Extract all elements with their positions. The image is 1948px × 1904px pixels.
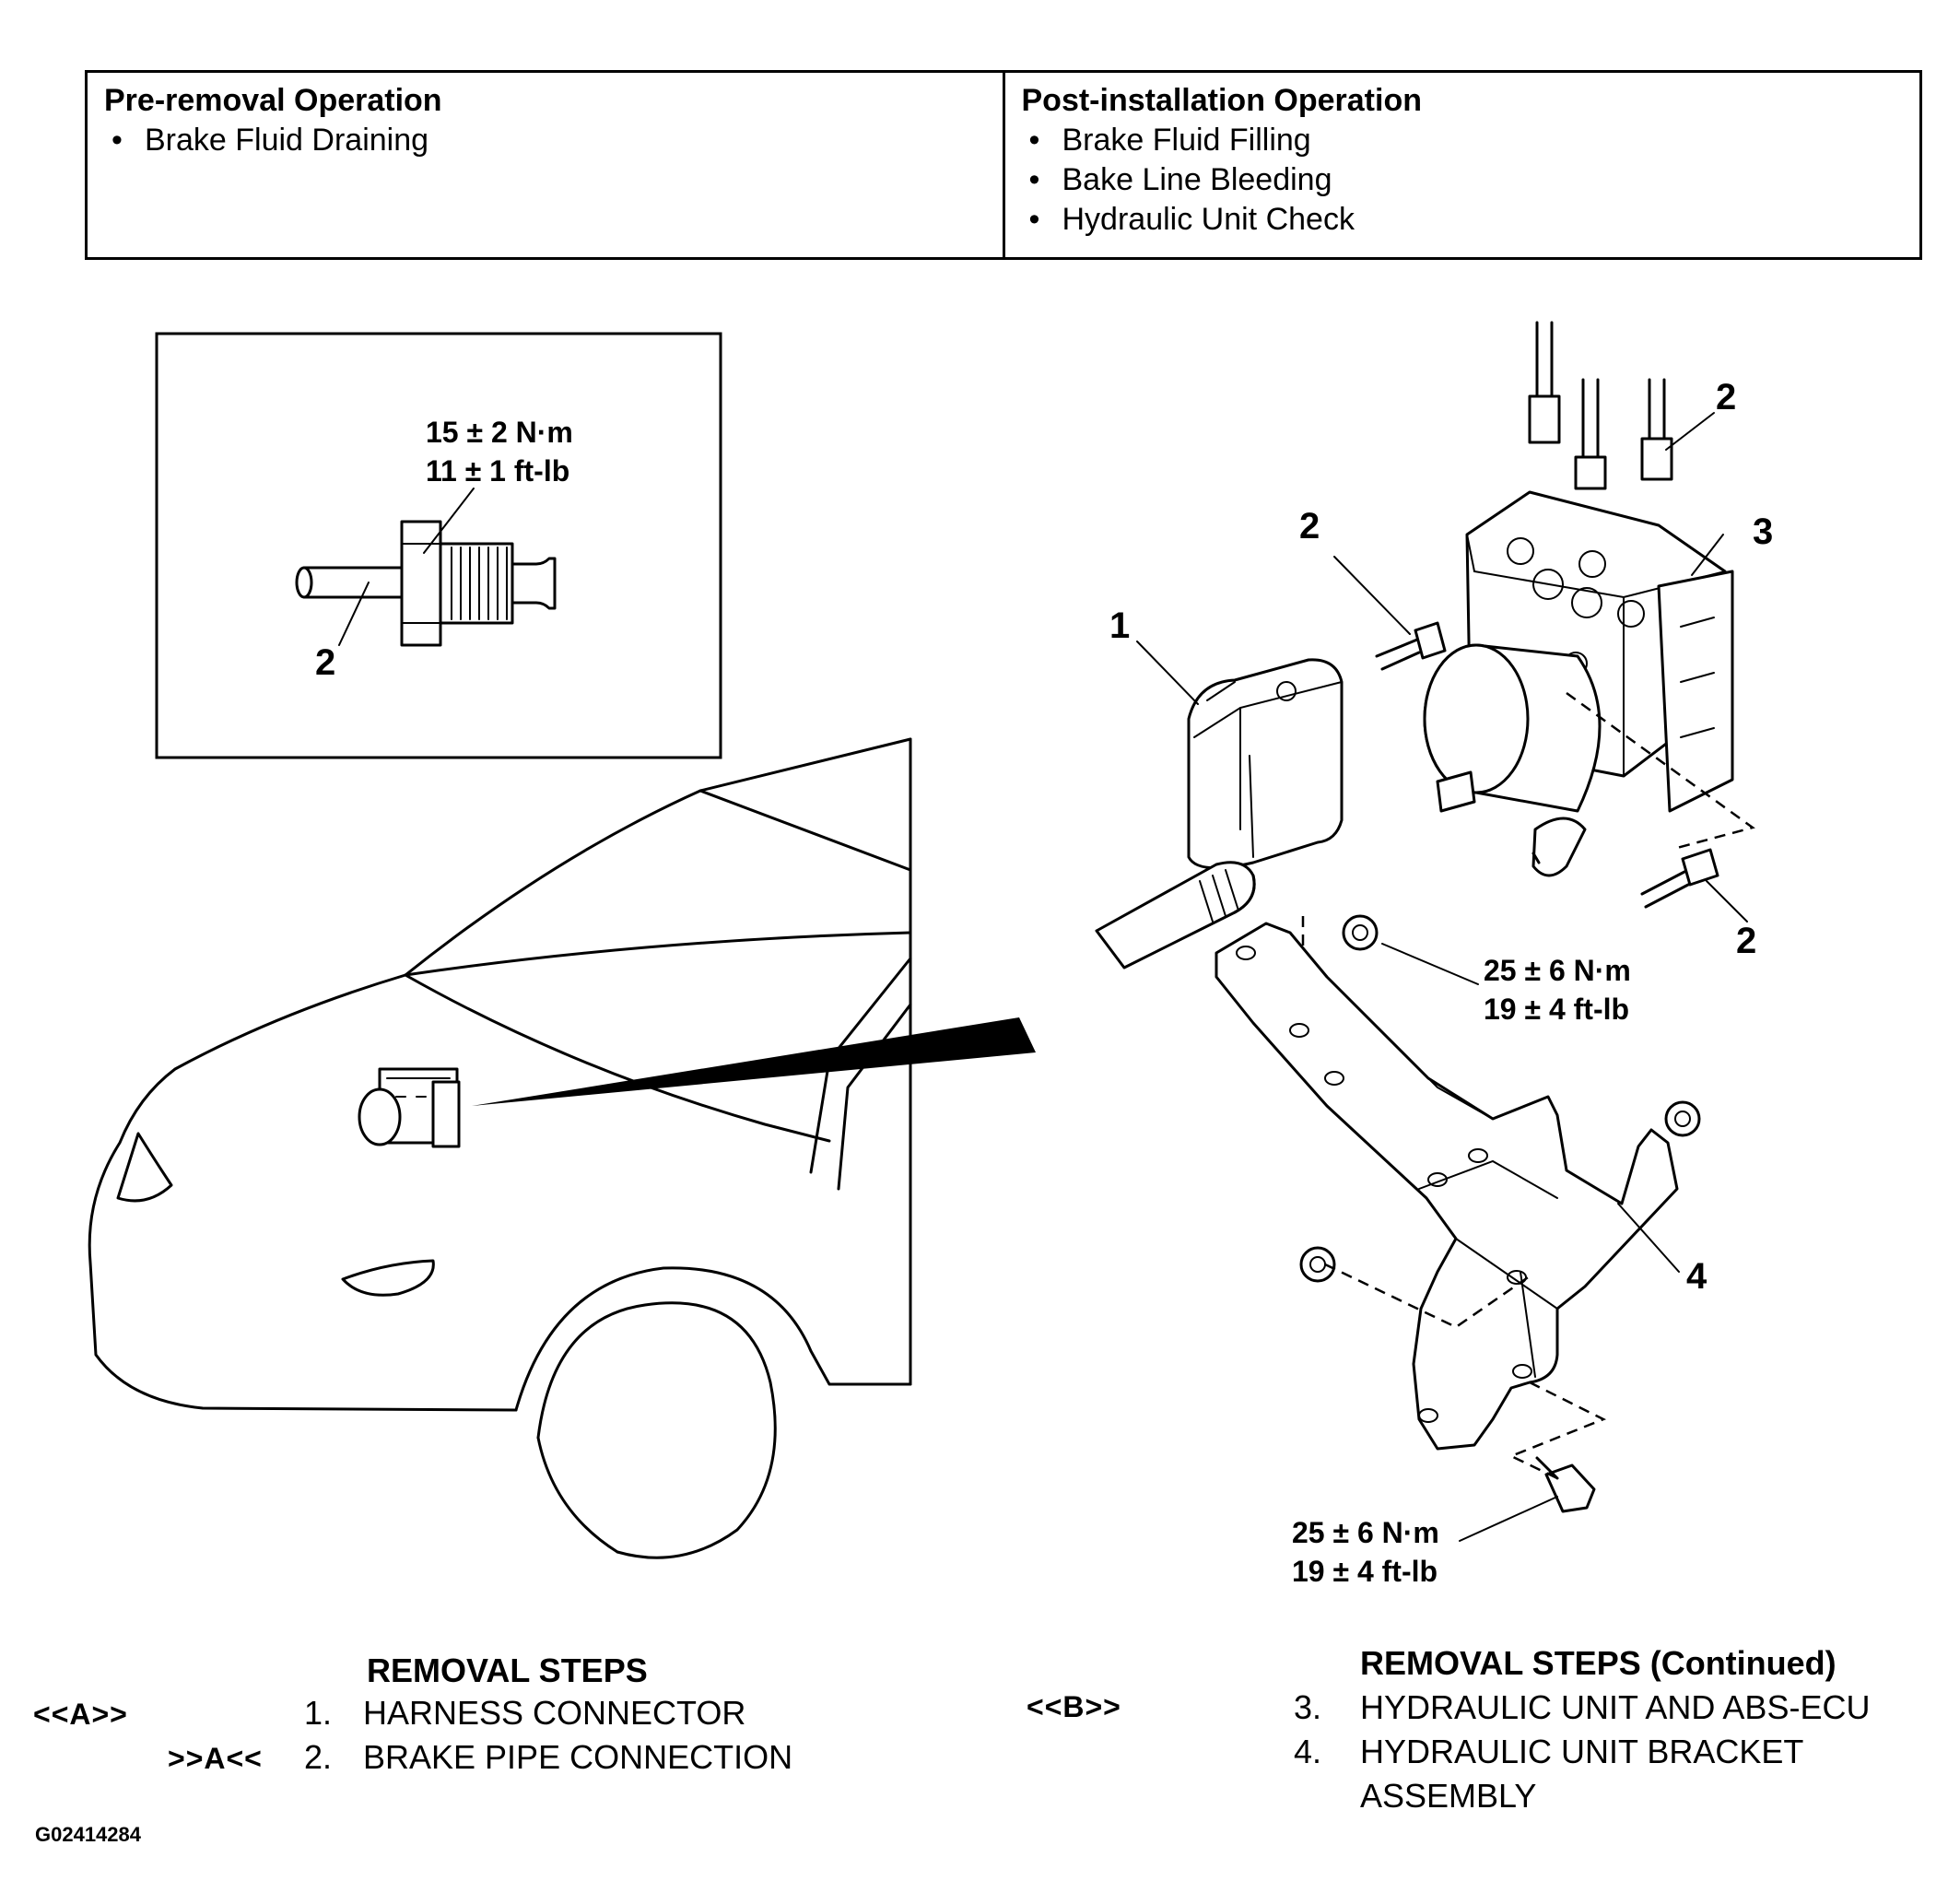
step-1-label: HARNESS CONNECTOR [363, 1694, 746, 1732]
step-2-mark: >>A<< [168, 1742, 263, 1775]
nut-torque-imperial: 19 ± 4 ft-lb [1484, 993, 1629, 1026]
removal-step-4: 4. HYDRAULIC UNIT BRACKET [1294, 1731, 1803, 1773]
step-1-number: 1. [304, 1694, 333, 1732]
bolt-torque-metric: 25 ± 6 N·m [1292, 1516, 1439, 1549]
inset-callout-2: 2 [315, 642, 335, 683]
bracket-fasteners [1299, 914, 1701, 1542]
abs-unit-location-icon [358, 1067, 461, 1148]
inset-torque-imperial: 11 ± 1 ft-lb [426, 454, 569, 488]
brake-pipes-top [1333, 321, 1748, 923]
callout-2-left: 2 [1299, 506, 1320, 547]
post-installation-item: Hydraulic Unit Check [1022, 200, 1904, 240]
operations-table: Pre-removal Operation Brake Fluid Draini… [85, 70, 1922, 260]
callout-2-top: 2 [1716, 377, 1736, 417]
inset-torque-metric: 15 ± 2 N·m [426, 416, 573, 449]
removal-step-2: 2. BRAKE PIPE CONNECTION [304, 1736, 792, 1779]
step-1-mark: <<A>> [33, 1698, 128, 1731]
removal-steps-continued-title: REMOVAL STEPS (Continued) [1360, 1644, 1837, 1682]
hydraulic-unit [1423, 490, 1734, 877]
post-installation-item: Brake Fluid Filling [1022, 121, 1904, 160]
bolt-torque-imperial: 19 ± 4 ft-lb [1292, 1555, 1438, 1588]
step-4-number: 4. [1294, 1733, 1322, 1770]
removal-step-3: 3. HYDRAULIC UNIT AND ABS-ECU [1294, 1687, 1870, 1729]
figure-id: G02414284 [35, 1823, 141, 1846]
step-4-label: HYDRAULIC UNIT BRACKET [1360, 1733, 1804, 1770]
callout-2-bottom: 2 [1736, 921, 1756, 961]
pre-removal-heading: Pre-removal Operation [104, 83, 442, 118]
step-2-number: 2. [304, 1738, 333, 1776]
callout-4: 4 [1686, 1256, 1707, 1297]
step-3-mark: <<B>> [1027, 1690, 1121, 1723]
harness-connector [1095, 658, 1344, 970]
post-installation-column: Post-installation Operation Brake Fluid … [1002, 73, 1920, 257]
vehicle-front-outline [88, 737, 1036, 1559]
removal-steps-title: REMOVAL STEPS [367, 1651, 648, 1689]
pre-removal-column: Pre-removal Operation Brake Fluid Draini… [88, 73, 1003, 257]
callout-3: 3 [1753, 511, 1773, 552]
thread-lines [451, 547, 508, 620]
step-2-label: BRAKE PIPE CONNECTION [363, 1738, 793, 1776]
removal-step-1: 1. HARNESS CONNECTOR [304, 1692, 745, 1734]
post-installation-heading: Post-installation Operation [1021, 83, 1422, 118]
step-3-label: HYDRAULIC UNIT AND ABS-ECU [1360, 1688, 1871, 1726]
brake-pipe-inset: 15 ± 2 N·m 11 ± 1 ft-lb 2 [155, 332, 722, 759]
hydraulic-unit-bracket [1215, 922, 1680, 1451]
pre-removal-item: Brake Fluid Draining [104, 121, 986, 160]
post-installation-item: Bake Line Bleeding [1022, 160, 1904, 200]
removal-step-4-wrap: ASSEMBLY [1360, 1777, 1537, 1815]
callout-1: 1 [1109, 605, 1130, 646]
nut-torque-metric: 25 ± 6 N·m [1484, 954, 1631, 987]
step-3-number: 3. [1294, 1688, 1322, 1726]
